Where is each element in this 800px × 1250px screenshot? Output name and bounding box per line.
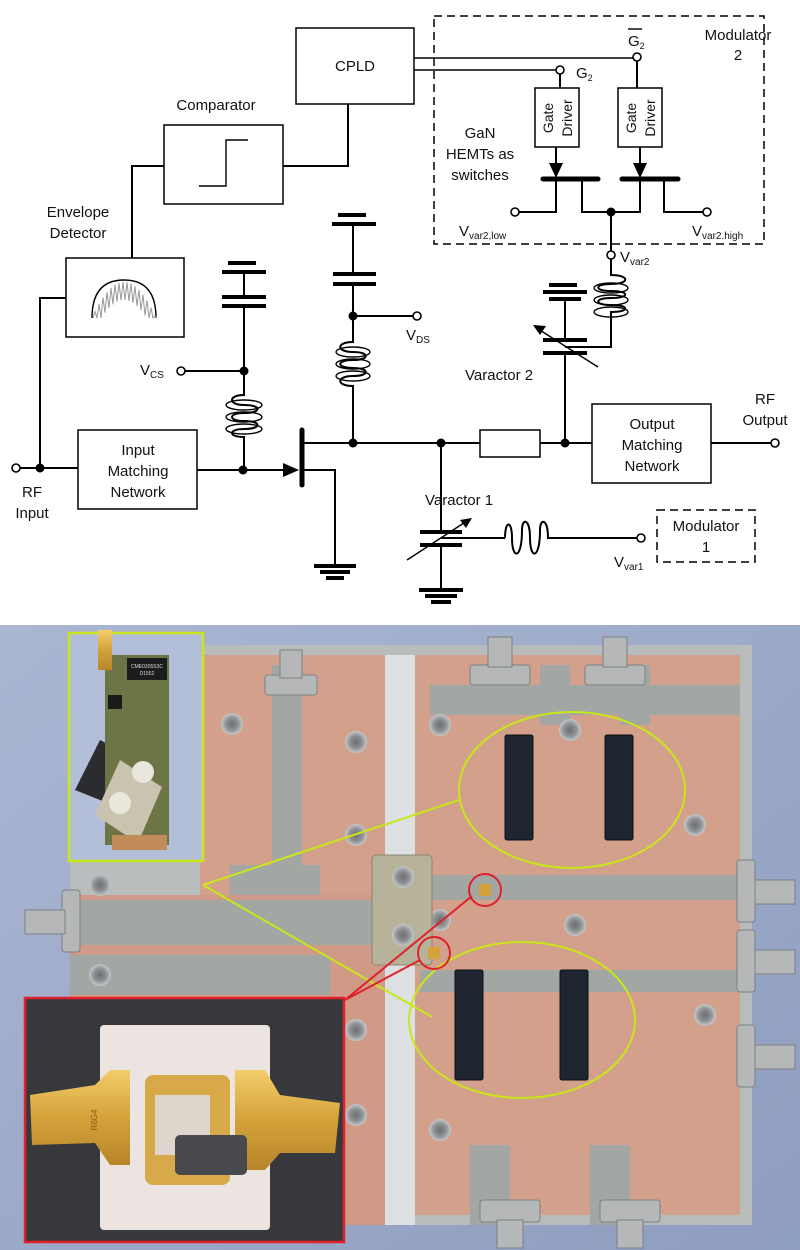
gate-driver-1-label-a: Gate bbox=[540, 103, 556, 134]
gate-driver-2 bbox=[617, 87, 663, 148]
rf-input-label-1: RF bbox=[22, 484, 42, 501]
output-matching-label-3: Network bbox=[624, 458, 680, 475]
varactor1-ground bbox=[419, 588, 463, 604]
drain-bias-inductor bbox=[339, 316, 367, 443]
modulator1-highlight-ellipse bbox=[408, 941, 636, 1099]
gate-driver-2-label-a: Gate bbox=[623, 103, 639, 134]
gate-arrow-2 bbox=[633, 163, 647, 178]
sma-connectors bbox=[24, 636, 796, 1249]
varactor2-ground bbox=[543, 283, 587, 301]
modulator2-label-line1: Modulator bbox=[705, 27, 772, 44]
modulator1-dashed-box bbox=[656, 509, 756, 563]
vvar1-terminal bbox=[636, 533, 646, 543]
rf-input-label-2: Input bbox=[15, 505, 49, 522]
input-matching-label-3: Network bbox=[110, 484, 166, 501]
input-matching-label-1: Input bbox=[121, 442, 155, 459]
vcs-terminal bbox=[176, 366, 186, 376]
transistor-gate-arrow bbox=[283, 463, 299, 477]
vvar2-high-terminal bbox=[702, 207, 712, 217]
lead-marking: R8G4 bbox=[90, 1109, 99, 1130]
vvar2-low-terminal bbox=[510, 207, 520, 217]
vvar2-low-label: Vvar2,low bbox=[459, 223, 507, 242]
transistor-source-ground bbox=[314, 564, 356, 580]
rf-output-label-2: Output bbox=[742, 412, 788, 429]
drain-bias-ground bbox=[332, 213, 376, 226]
callout-line-red-2 bbox=[344, 959, 421, 1001]
left-gold-lead bbox=[30, 1070, 130, 1165]
input-matching-network-block bbox=[77, 429, 198, 510]
modulator2-highlight-ellipse bbox=[458, 711, 686, 869]
envelope-detector-label-2: Detector bbox=[50, 225, 107, 242]
vvar2-terminal bbox=[606, 250, 616, 260]
g2bar-terminal bbox=[632, 52, 642, 62]
rf-output-terminal[interactable] bbox=[770, 438, 780, 448]
transistor-clamp-fixture bbox=[371, 854, 433, 966]
modulator2-dashed-box bbox=[433, 15, 765, 245]
vvar1-label: Vvar1 bbox=[614, 554, 644, 573]
vds-label: VDS bbox=[406, 327, 430, 346]
varactor2-highlight-circle bbox=[468, 873, 502, 907]
varactor1-bias-inductor bbox=[504, 520, 555, 555]
circuit-schematic: Modulator 2 CPLD G2 G2 Gate Driver Gate … bbox=[11, 15, 788, 604]
varactor2-label: Varactor 2 bbox=[465, 367, 533, 384]
gan-hemts-label-2: HEMTs as bbox=[446, 146, 514, 163]
gate-driver-1 bbox=[534, 87, 580, 148]
varactor1-highlight-circle bbox=[417, 936, 451, 970]
cpld-block bbox=[295, 27, 415, 105]
modulator-board-inset: CME0305S3C D1552 bbox=[67, 630, 205, 863]
smd-inductor bbox=[175, 1135, 247, 1175]
rf-output-label-1: RF bbox=[755, 391, 775, 408]
dcdc-chip-marking: CME0305S3C bbox=[131, 664, 163, 670]
gan-hemts-label-1: GaN bbox=[465, 125, 496, 142]
modulator1-label-2: 1 bbox=[702, 539, 710, 556]
g2-label: G2 bbox=[576, 65, 593, 83]
envelope-waveform-icon bbox=[91, 279, 158, 320]
comparator-block bbox=[163, 124, 284, 205]
gate-driver-1-label-b: Driver bbox=[559, 99, 575, 137]
modulator2-label-line2: 2 bbox=[734, 47, 742, 64]
varactor-package-inset: R8G4 bbox=[23, 996, 346, 1244]
varactor1-label: Varactor 1 bbox=[425, 492, 493, 509]
input-matching-label-2: Matching bbox=[108, 463, 169, 480]
gate-driver-2-label-b: Driver bbox=[642, 99, 658, 137]
gan-hemts-label-3: switches bbox=[451, 167, 509, 184]
g2-terminal bbox=[555, 65, 565, 75]
vvar2-high-label: Vvar2.high bbox=[692, 223, 743, 242]
output-matching-network-block bbox=[591, 403, 712, 484]
board-photograph: CME0305S3C D1552 R8G4 bbox=[0, 625, 800, 1250]
mounting-screws bbox=[89, 713, 716, 1141]
transmission-line-element bbox=[479, 429, 541, 458]
callout-line-green-2 bbox=[202, 884, 433, 1018]
comparator-step-icon bbox=[199, 139, 248, 187]
varactor1-tuning-arrow bbox=[406, 518, 471, 561]
output-matching-label-2: Matching bbox=[622, 437, 683, 454]
envelope-detector-label-1: Envelope bbox=[47, 204, 110, 221]
rf-input-terminal[interactable] bbox=[11, 463, 21, 473]
gate-bias-inductor bbox=[231, 371, 259, 470]
output-matching-label-1: Output bbox=[629, 416, 675, 433]
gate-bias-ground bbox=[222, 261, 266, 274]
modulator1-label-1: Modulator bbox=[673, 518, 740, 535]
comparator-label: Comparator bbox=[176, 97, 255, 114]
vcs-label: VCS bbox=[140, 362, 164, 381]
dcdc-chip-date: D1552 bbox=[140, 671, 155, 677]
callout-line-red-1 bbox=[344, 895, 473, 1001]
vds-terminal bbox=[412, 311, 422, 321]
g2bar-label: G2 bbox=[628, 33, 645, 51]
vvar2-label: Vvar2 bbox=[620, 249, 650, 268]
cpld-label: CPLD bbox=[335, 58, 375, 75]
gate-arrow-1 bbox=[549, 163, 563, 178]
modulator-connectors bbox=[454, 734, 634, 1081]
right-gold-lead bbox=[235, 1070, 340, 1170]
callout-line-green-1 bbox=[202, 799, 460, 886]
